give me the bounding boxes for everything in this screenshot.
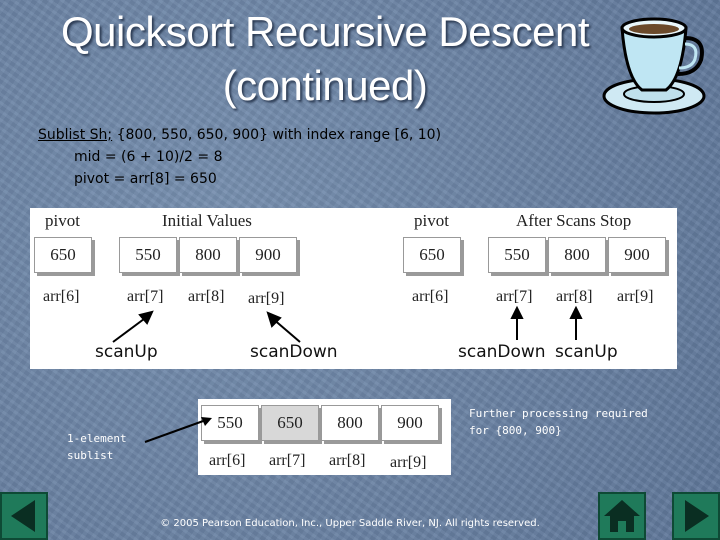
one-element-pointer-arrow	[140, 410, 220, 450]
result-index-label: arr[6]	[209, 452, 245, 470]
teacup-icon	[598, 8, 710, 118]
result-array-cell: 800	[321, 405, 379, 441]
result-array-cell-pivot: 650	[261, 405, 319, 441]
result-index-label: arr[8]	[329, 452, 365, 470]
home-icon	[600, 494, 644, 538]
further-processing-note: Further processing required for {800, 90…	[469, 405, 648, 439]
scan-down-label-after: scanDown	[458, 342, 546, 362]
scan-diagram-panel: pivot Initial Values pivot After Scans S…	[30, 208, 677, 369]
result-index-label: arr[7]	[269, 452, 305, 470]
sublist-range-text: {800, 550, 650, 900} with index range [6…	[112, 127, 441, 143]
sublist-description: Sublist Sh; {800, 550, 650, 900} with in…	[38, 126, 441, 144]
result-array-panel: 550 650 800 900 arr[6] arr[7] arr[8] arr…	[198, 399, 451, 475]
home-button[interactable]	[598, 492, 646, 540]
mid-calculation: mid = (6 + 10)/2 = 8	[74, 148, 222, 166]
slide-title-line-2: (continued)	[30, 62, 620, 110]
sublist-label: Sublist Sh;	[38, 127, 112, 143]
copyright-footer: © 2005 Pearson Education, Inc., Upper Sa…	[150, 518, 550, 529]
previous-slide-button[interactable]	[0, 492, 48, 540]
prev-arrow-icon	[2, 494, 46, 538]
pivot-calculation: pivot = arr[8] = 650	[74, 170, 217, 188]
slide-title-line-1: Quicksort Recursive Descent	[30, 8, 620, 56]
next-slide-button[interactable]	[672, 492, 720, 540]
scan-up-label-initial: scanUp	[95, 342, 158, 362]
scan-down-arrowhead-after	[512, 308, 522, 318]
result-index-label: arr[9]	[390, 454, 426, 472]
scan-up-arrowhead-after	[571, 308, 581, 318]
further-processing-line-2: for {800, 900}	[469, 422, 648, 439]
next-arrow-icon	[674, 494, 718, 538]
result-array-cell: 900	[381, 405, 439, 441]
one-element-note-line-2: sublist	[67, 447, 127, 464]
scan-up-arrow-initial	[113, 316, 148, 342]
one-element-note-line-1: 1-element	[67, 430, 127, 447]
one-element-note: 1-element sublist	[67, 430, 127, 464]
scan-up-label-after: scanUp	[555, 342, 618, 362]
scan-down-label-initial: scanDown	[250, 342, 338, 362]
further-processing-line-1: Further processing required	[469, 405, 648, 422]
